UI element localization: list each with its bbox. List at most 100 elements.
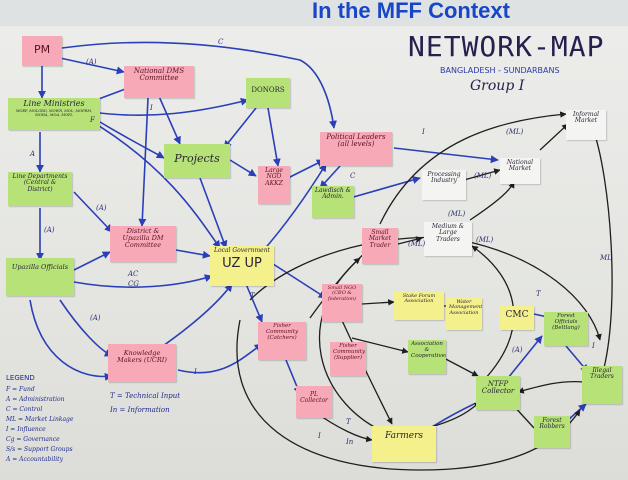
node-processing-industry: Processing Industry	[422, 170, 466, 200]
arrow-fisher-association	[351, 337, 409, 354]
arrow-large-ngo-political	[287, 159, 325, 179]
legend-item: C = Control	[6, 406, 43, 413]
legend-item: ML = Market Linkage	[6, 416, 74, 423]
edge-label: (A)	[86, 58, 97, 66]
node-pm: PM	[22, 36, 62, 66]
arrow-ministries-projects	[99, 121, 165, 159]
arrow-knowledge-fisher	[177, 343, 263, 374]
node-water-management-association: Water Management Association	[446, 298, 482, 330]
arrow-upazilla-knowledge	[59, 299, 113, 357]
arrow-illegal-informal	[592, 131, 613, 369]
node-national-dms: National DMS Committee	[124, 66, 194, 98]
arrow-ministries-donors	[91, 97, 249, 116]
node-local-government-label: Local Government	[214, 247, 270, 254]
node-projects: Projects	[164, 144, 230, 178]
edge-label: (ML)	[474, 172, 492, 180]
edge-label: I	[194, 368, 197, 376]
node-forest-officials: Forest Officials (Beltlang)	[544, 312, 588, 346]
arrow-pm-dms	[59, 57, 125, 75]
arrow-dms-projects	[157, 93, 181, 145]
arrow-illegal-ntfp	[517, 380, 585, 394]
arrow-donors-projects	[223, 107, 257, 149]
arrow-robbers-illegal	[567, 403, 587, 421]
arrow-political-lawdisch	[319, 165, 341, 189]
node-uz-up: UZ UP	[222, 256, 262, 272]
edge-label: ML	[600, 254, 612, 262]
arrow-small-trader-informal	[379, 111, 567, 225]
legend-title: LEGEND	[6, 374, 35, 382]
arrow-ntfp-forest	[507, 335, 543, 379]
arrow-association-ntfp	[439, 355, 479, 377]
legend-item: T = Technical Input	[110, 392, 181, 400]
arrow-smallngo-farmers	[339, 315, 393, 425]
edge-label: (A)	[96, 204, 107, 212]
node-illegal-traders: Illegal Traders	[582, 366, 622, 404]
edge-label: (A)	[44, 226, 55, 234]
map-title: NETWORK-MAP	[408, 30, 605, 63]
node-political-leaders: Political Leaders (all levels)	[320, 132, 392, 166]
legend-item: A = Accountability	[6, 456, 63, 463]
legend-item: A = Administration	[6, 396, 65, 403]
map-subtitle: BANGLADESH - SUNDARBANS	[440, 66, 560, 75]
arrow-pm-national-dms	[61, 41, 337, 129]
node-forest-robbers: Forest Robbers	[534, 416, 570, 448]
arrow-upazilla-district	[73, 251, 111, 271]
node-small-ngo: Small NGO (CBO & federation)	[322, 284, 362, 322]
legend-item: Cg = Governance	[6, 436, 60, 443]
node-line-ministries: Line Ministries MOEF, MOLGRD, MOWR, MOL,…	[8, 98, 100, 130]
arrow-lawdisch-processing	[349, 176, 421, 199]
legend-item: I = Influence	[6, 426, 46, 433]
edge-label: C	[350, 172, 356, 180]
edge-label: (A)	[512, 346, 523, 354]
node-ntfp-collector: NTFP Collector	[476, 376, 520, 410]
node-national-market: National Market	[500, 158, 540, 184]
node-small-market-trader: Small Market Trader	[362, 228, 398, 264]
edge-label: (A)	[90, 314, 101, 322]
node-fisher-community-b: Fisher Community (Supplier)	[330, 342, 366, 376]
node-line-ministries-sub: MOEF, MOLGRD, MOWR, MOL, MOFRM, MOHA, MO…	[15, 109, 93, 118]
arrow-ministries-localgov	[95, 123, 221, 249]
node-fisher-community-a: Fisher Community (Catchers)	[258, 322, 306, 360]
edge-label: T	[346, 418, 351, 426]
node-informal-market: Informal Market	[566, 110, 606, 140]
edge-label: I	[150, 104, 153, 112]
arrow-local-smallngo	[269, 261, 327, 299]
edge-label: CG	[128, 280, 139, 288]
edge-label: T	[250, 292, 255, 300]
arrow-projects-ngo	[229, 159, 257, 177]
edge-label: (ML)	[476, 236, 494, 244]
edge-label: I	[592, 342, 595, 350]
arrow-processing-national	[463, 168, 501, 181]
node-donors: DONORS	[246, 78, 290, 108]
node-local-government: Local Government UZ UP	[210, 246, 274, 286]
legend-item: In = Information	[110, 406, 170, 414]
node-cmc: CMC	[500, 306, 534, 330]
legend-item: S/s = Support Groups	[6, 446, 73, 453]
edge-label: F	[90, 116, 95, 124]
edge-label: AC	[128, 270, 139, 278]
edge-label: (ML)	[408, 240, 426, 248]
arrow-localgov-political	[261, 163, 327, 253]
edge-label: (ML)	[448, 210, 466, 218]
edge-label: T	[536, 290, 541, 298]
edge-label: I	[422, 128, 425, 136]
arrow-dms-district	[138, 97, 149, 227]
node-medium-large-traders: Medium & Large Traders	[424, 222, 472, 256]
node-farmers: Farmers	[372, 426, 436, 462]
arrow-upazilla-knowledge2	[29, 299, 113, 381]
arrow-projects-localgov	[199, 177, 228, 249]
arrow-political-national	[393, 147, 499, 164]
arrow-localgov-fisher	[245, 283, 263, 323]
arrow-donors-ngo	[267, 107, 281, 167]
node-line-departments: Line Departments (Central & District)	[8, 172, 72, 206]
arrow-farmers-trader	[319, 257, 381, 431]
arrow-small-trader-medium	[397, 236, 423, 245]
node-knowledge-makers: Knowledge Makers (UCRI)	[108, 344, 176, 382]
edge-label: C	[218, 38, 224, 46]
banner-title: In the MFF Context	[312, 0, 510, 23]
arrow-medium-national	[469, 181, 515, 221]
node-pl-collector: PL Collector	[296, 386, 332, 418]
banner: In the MFF Context	[0, 0, 628, 26]
node-large-ngo: Large NGO AKKZ	[258, 166, 290, 204]
arrow-smallngo-stake	[361, 299, 395, 306]
